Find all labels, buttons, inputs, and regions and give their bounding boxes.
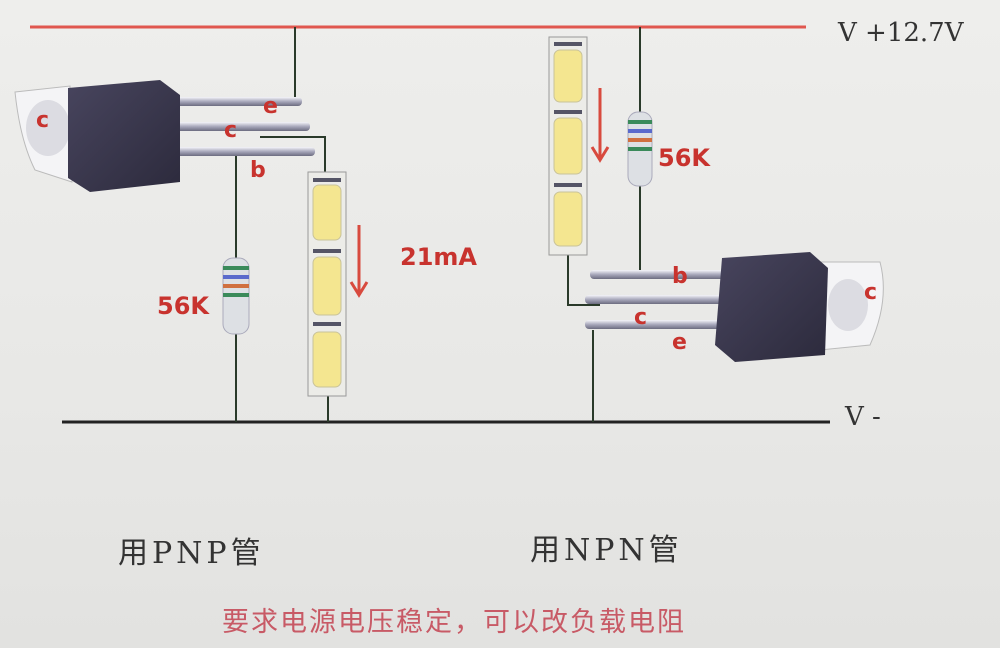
led-2: [553, 117, 583, 175]
right-resistor-label: 56K: [658, 144, 710, 172]
left-emitter-label: e: [263, 94, 278, 119]
note-text: 要求电源电压稳定，可以改负载电阻: [222, 607, 686, 638]
led-3: [553, 191, 583, 247]
right-led-strip: [548, 36, 588, 256]
pnp-caption: 用PNP管: [118, 536, 265, 571]
led-1: [312, 184, 342, 241]
led-3: [312, 331, 342, 388]
right-base-label: b: [672, 264, 688, 289]
right-transistor: [585, 252, 884, 362]
transistor-body: [68, 80, 180, 192]
led-2: [312, 256, 342, 316]
left-resistor-label: 56K: [157, 292, 209, 320]
left-resistor: [222, 257, 250, 335]
right-resistor: [627, 111, 653, 187]
negative-rail-label: V -: [845, 402, 881, 432]
left-base-label: b: [250, 158, 266, 183]
right-emitter-label: e: [672, 330, 687, 355]
current-label: 21mA: [400, 243, 477, 271]
positive-rail-label: V +12.7V: [838, 18, 964, 48]
left-transistor: [14, 80, 315, 192]
left-collector-label: c: [224, 118, 238, 143]
right-collector-label: c: [634, 305, 648, 330]
left-led-strip: [307, 171, 347, 397]
right-tab-pin-label: c: [864, 280, 878, 305]
led-1: [553, 49, 583, 103]
npn-caption: 用NPN管: [530, 533, 683, 568]
voltage-arrow: [590, 88, 610, 163]
left-tab-pin-label: c: [36, 108, 50, 133]
transistor-body: [715, 252, 828, 362]
current-arrow: [349, 225, 369, 298]
